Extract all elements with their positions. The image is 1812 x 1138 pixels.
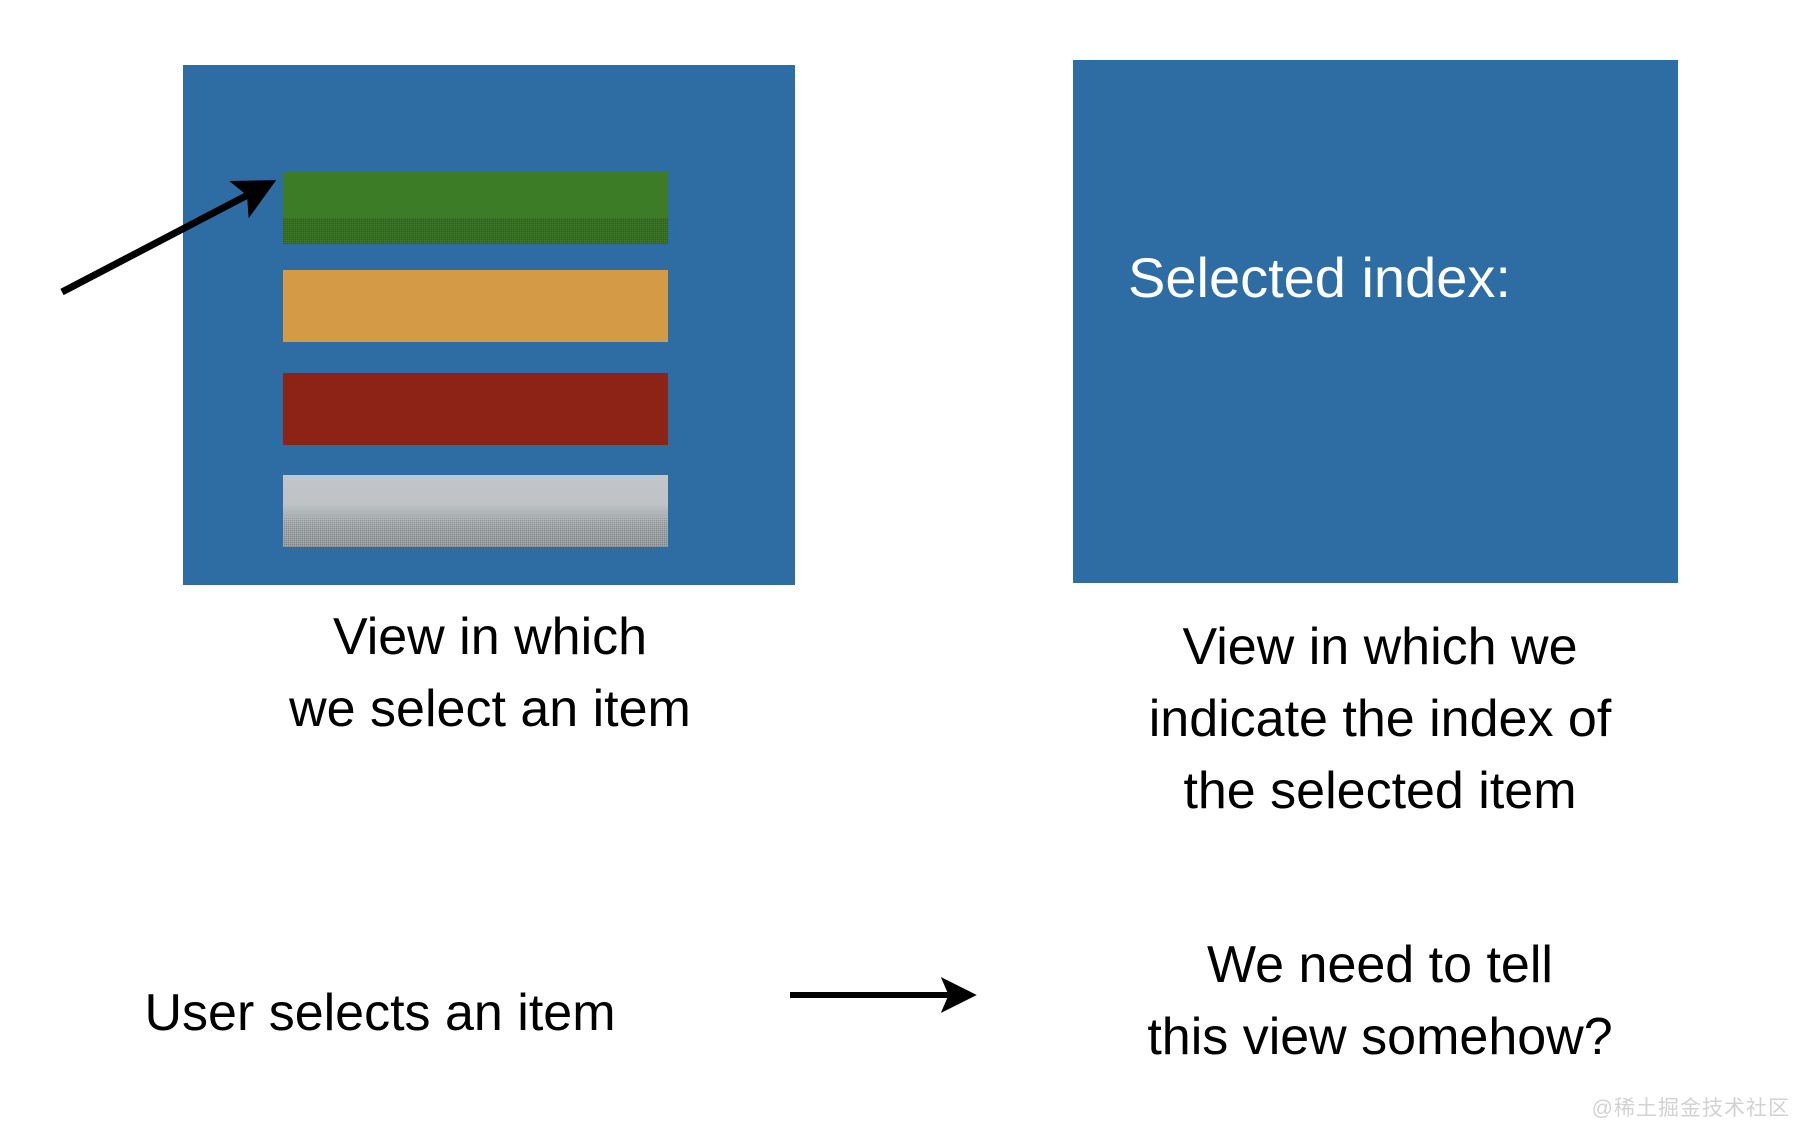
selection-list-view-panel[interactable] [183,65,795,585]
list-item[interactable] [283,270,668,342]
pointer-arrow-icon [60,180,277,296]
left-view-caption: View in which we select an item [289,608,691,738]
list-item[interactable] [283,172,668,244]
flow-arrow-icon [790,977,977,1013]
selected-index-label: Selected index: [1128,246,1511,309]
right-view-caption: View in which we indicate the index of t… [1148,618,1612,820]
list-item[interactable] [283,373,668,445]
list-item[interactable] [283,475,668,547]
selected-index-view-panel[interactable]: Selected index: [1073,60,1678,583]
flow-target-text: We need to tell this view somehow? [1147,936,1613,1066]
flow-source-text: User selects an item [144,984,616,1042]
watermark: @稀土掘金技术社区 [1591,1097,1790,1120]
